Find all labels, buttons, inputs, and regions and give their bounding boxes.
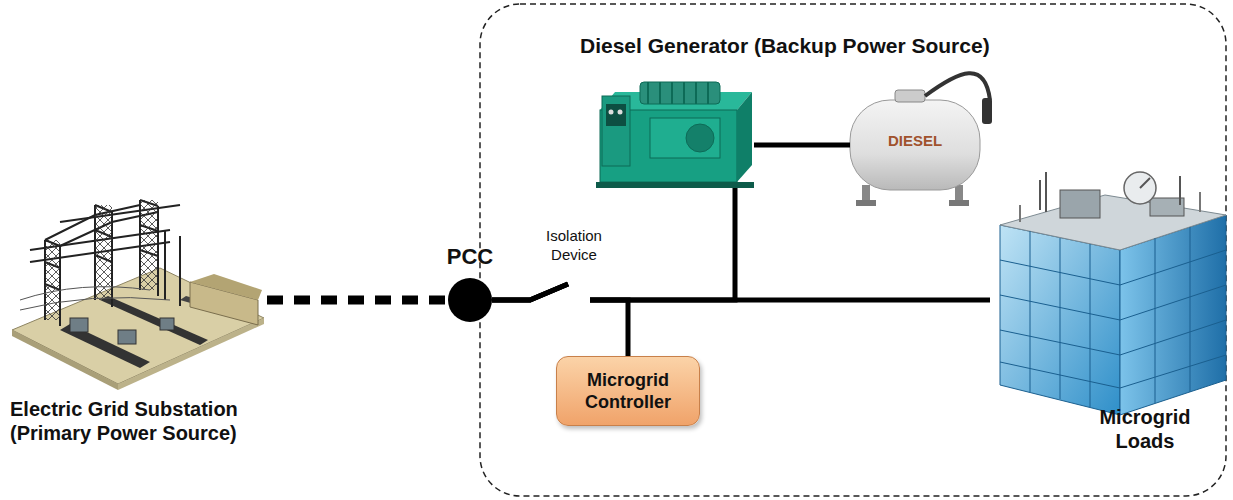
drawing-part [648, 82, 708, 104]
drawing-part [737, 92, 752, 182]
drawing-part [45, 240, 60, 320]
drawing-part [20, 287, 170, 310]
substation-illustration [12, 200, 264, 390]
drawing-part [30, 200, 180, 326]
drawing-part [95, 205, 112, 307]
diesel-generator: Diesel Generator (Backup Power Source) [596, 80, 754, 188]
drawing-part [70, 318, 174, 344]
node-label: Microgrid Loads [1070, 405, 1220, 453]
drawing-part [1150, 198, 1184, 216]
substation: Electric Grid Substation (Primary Power … [5, 180, 267, 380]
node-label: PCC [420, 244, 520, 270]
device-label: Isolation Device [532, 226, 616, 264]
microgrid-controller: Microgrid Controller [556, 356, 700, 426]
drawing-part [949, 200, 969, 206]
drawing-part [140, 200, 158, 296]
node-label: DIESEL [850, 132, 980, 149]
microgrid-loads: Microgrid Loads [990, 165, 1228, 415]
power-line [492, 284, 990, 300]
drawing-part [1030, 231, 1090, 407]
drawing-part [160, 318, 174, 330]
drawing-part [1040, 172, 1180, 212]
drawing-part [1000, 227, 1226, 407]
drawing-part [982, 98, 992, 124]
drawing-part [686, 124, 714, 152]
drawing-part [1060, 190, 1100, 218]
grid-feeder [267, 296, 448, 305]
drawing-part [1020, 192, 1200, 222]
drawing-part [650, 118, 720, 158]
drawing-part [850, 100, 980, 190]
drawing-part [118, 318, 264, 390]
node-label: Microgrid Controller [563, 369, 693, 413]
drawing-part [925, 73, 990, 100]
drawing-part [70, 318, 88, 332]
generator-illustration [596, 82, 754, 188]
building-illustration [1000, 172, 1226, 415]
drawing-part [1155, 227, 1190, 403]
power-line [492, 188, 735, 300]
drawing-part [190, 274, 262, 300]
power-line [492, 284, 628, 356]
drawing-part [20, 287, 170, 310]
drawing-part [596, 182, 754, 188]
microgrid-boundary [480, 4, 1226, 496]
drawing-part [895, 90, 925, 102]
pcc-node: PCC [448, 278, 492, 322]
drawing-part [45, 240, 60, 326]
drawing-part [1000, 225, 1120, 415]
drawing-part [1000, 195, 1226, 250]
drawing-part [1120, 250, 1226, 388]
drawing-part [609, 110, 614, 115]
diesel-tank: DIESEL [850, 90, 980, 206]
drawing-part [140, 200, 158, 290]
node-label: Diesel Generator (Backup Power Source) [580, 34, 990, 58]
drawing-part [648, 82, 708, 104]
power-line [754, 143, 850, 148]
drawing-part [12, 330, 118, 390]
drawing-part [618, 110, 623, 115]
drawing-part [606, 104, 626, 126]
diesel-tank-illustration [850, 73, 992, 206]
drawing-part [1140, 178, 1150, 188]
drawing-part [602, 96, 630, 166]
drawing-part [640, 82, 720, 104]
drawing-part [118, 330, 136, 344]
drawing-part [1124, 172, 1156, 204]
drawing-part [95, 205, 112, 300]
node-label: Electric Grid Substation (Primary Power … [10, 397, 272, 445]
drawing-part [856, 200, 876, 206]
